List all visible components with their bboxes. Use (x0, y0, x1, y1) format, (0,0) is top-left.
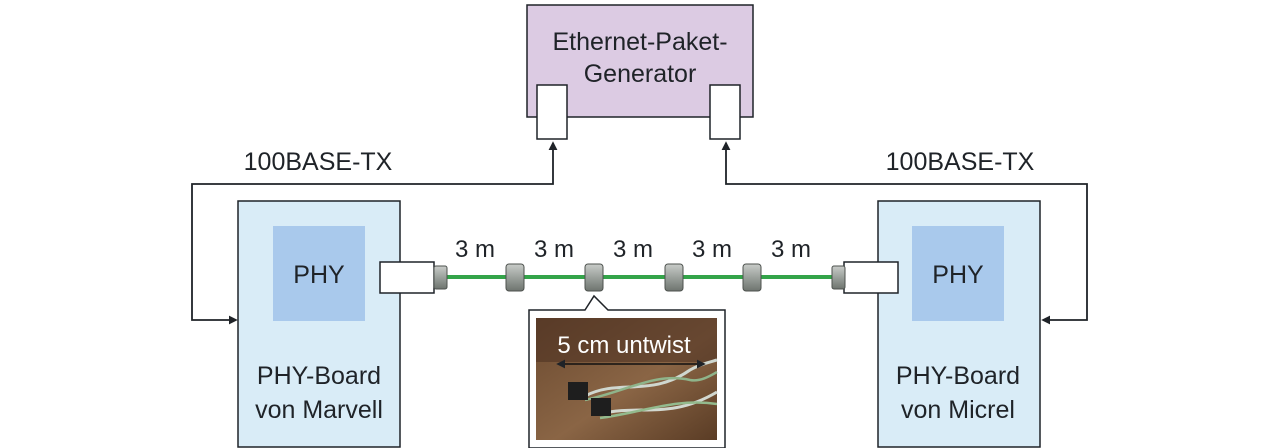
coupler-2 (584, 263, 604, 292)
connector-icon (591, 398, 611, 416)
coupler-1 (505, 263, 525, 292)
generator-port-right (709, 84, 741, 140)
segment-label-2: 3 m (534, 236, 574, 263)
packet-generator: Ethernet-Paket- Generator (526, 4, 754, 140)
untwist-callout: 5 cm untwist (528, 294, 726, 448)
arrow-icon (191, 141, 558, 325)
generator-port-left (536, 84, 568, 140)
board-left-name-line1: PHY-Board (257, 362, 381, 390)
phy-chip-right-label: PHY (932, 261, 984, 289)
connector-icon (584, 263, 604, 292)
connector-icon (433, 265, 448, 290)
phy-board-marvell: PHY PHY-Board von Marvell (237, 200, 401, 448)
rj45-plug-right (831, 261, 899, 294)
board-left-name-line2: von Marvell (255, 396, 383, 424)
segment-label-4: 3 m (692, 236, 732, 263)
phy-chip-right (912, 226, 1004, 321)
cable-chain: 3 m 3 m 3 m 3 m 3 m (379, 236, 899, 294)
coupler-3 (664, 263, 684, 292)
connector-icon (742, 263, 762, 292)
segment-label-5: 3 m (771, 236, 811, 263)
link-left: 100BASE-TX (191, 141, 558, 325)
link-right: 100BASE-TX (721, 141, 1088, 325)
connector-icon (568, 382, 588, 400)
link-right-label: 100BASE-TX (886, 148, 1035, 176)
arrow-icon (721, 141, 1088, 325)
link-left-label: 100BASE-TX (244, 148, 393, 176)
untwist-photo (536, 318, 718, 440)
board-right-name-line2: von Micrel (901, 396, 1015, 424)
board-right-name-line1: PHY-Board (896, 362, 1020, 390)
untwist-label: 5 cm untwist (557, 332, 691, 359)
connector-icon (664, 263, 684, 292)
phy-chip-left-label: PHY (293, 261, 345, 289)
generator-title-line1: Ethernet-Paket- (552, 28, 727, 56)
coupler-4 (742, 263, 762, 292)
generator-title-line2: Generator (584, 60, 697, 88)
connector-icon (505, 263, 525, 292)
phy-board-micrel: PHY PHY-Board von Micrel (877, 200, 1041, 448)
segment-label-1: 3 m (455, 236, 495, 263)
segment-label-3: 3 m (613, 236, 653, 263)
port-icon (843, 261, 899, 294)
port-icon (379, 261, 435, 294)
connector-icon (831, 265, 846, 290)
rj45-plug-left (379, 261, 448, 294)
phy-chip-left (273, 226, 365, 321)
